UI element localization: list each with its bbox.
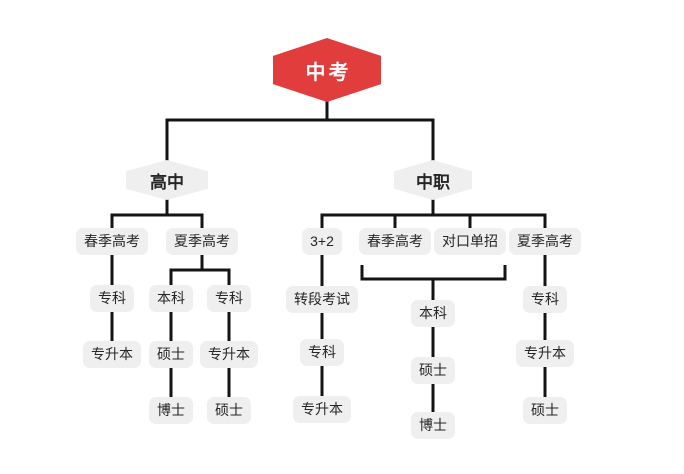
node-zhuanke-colF: 专科 (523, 286, 567, 313)
node-zhuanke-colC: 专科 (207, 285, 251, 312)
node-duikou-danzhao: 对口单招 (434, 228, 506, 255)
node-shuoshi-colC: 硕士 (207, 397, 251, 424)
node-xiaji-gaokao-right: 夏季高考 (509, 228, 581, 255)
node-3plus2: 3+2 (302, 228, 342, 255)
node-shuoshi-colF: 硕士 (523, 397, 567, 424)
node-zhuanshengben-colC: 专升本 (200, 341, 258, 368)
node-zhuanshengben-colD: 专升本 (293, 396, 351, 423)
connector-gaozhong-to-children (110, 197, 204, 230)
node-chunji-gaokao-right: 春季高考 (359, 228, 431, 255)
node-zhuanke-colD: 专科 (300, 339, 344, 366)
connector-xiaji-left-split (169, 255, 231, 287)
node-boshi-colB: 博士 (149, 397, 193, 424)
node-shuoshi-merged: 硕士 (411, 357, 455, 384)
connector-zhongzhi-to-children (320, 197, 547, 230)
node-benke-merged: 本科 (411, 300, 455, 327)
connector-merge-bracket (360, 265, 507, 302)
node-xiaji-gaokao-left: 夏季高考 (166, 228, 238, 255)
connector-root-to-branches (165, 100, 435, 162)
node-zhuanke-colA: 专科 (90, 285, 134, 312)
node-zhuanduan-kaoshi: 转段考试 (286, 286, 358, 313)
node-shuoshi-colB: 硕士 (149, 341, 193, 368)
node-chunji-gaokao-left: 春季高考 (76, 228, 148, 255)
node-zhuanshengben-colF: 专升本 (516, 340, 574, 367)
node-zhuanshengben-colA: 专升本 (83, 341, 141, 368)
node-benke-colB: 本科 (149, 285, 193, 312)
node-boshi-merged: 博士 (411, 412, 455, 439)
